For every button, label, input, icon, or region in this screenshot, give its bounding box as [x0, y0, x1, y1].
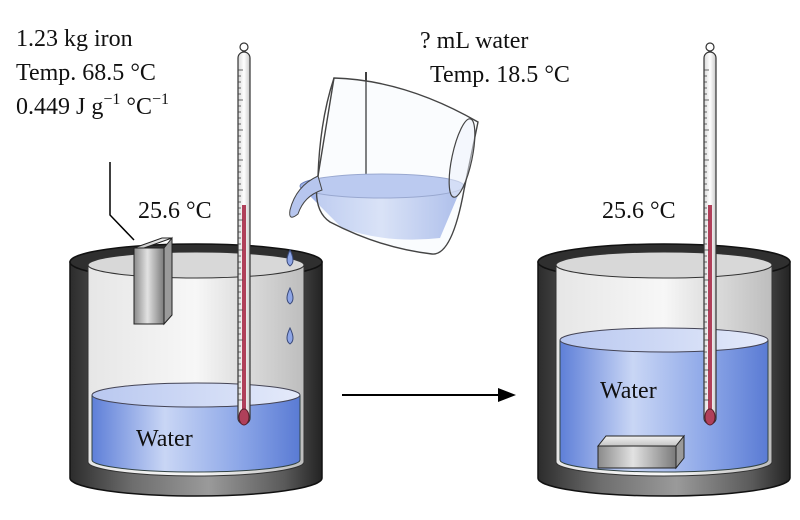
iron-temp-label: Temp. 68.5 °C — [16, 60, 156, 86]
left-calorimeter — [69, 243, 323, 497]
left-thermometer — [237, 42, 251, 426]
right-thermometer — [703, 42, 717, 426]
water-volume-label: ? mL water — [420, 28, 528, 54]
thermometer-scale — [238, 69, 243, 401]
iron-mass-label: 1.23 kg iron — [16, 26, 133, 52]
thermometer-scale — [704, 69, 709, 401]
left-thermometer-reading: 25.6 °C — [138, 198, 212, 224]
iron-block-hot — [133, 236, 173, 326]
water-temp-label: Temp. 18.5 °C — [430, 62, 570, 88]
pouring-beaker — [289, 77, 479, 255]
iron-specific-heat-label: 0.449 J g−1 °C−1 — [16, 91, 169, 120]
iron-pointer-line — [109, 162, 135, 241]
water-drops — [286, 248, 294, 345]
process-arrow — [342, 388, 516, 402]
iron-block-submerged — [596, 434, 686, 470]
right-thermometer-reading: 25.6 °C — [602, 198, 676, 224]
left-water-label: Water — [136, 426, 193, 452]
right-water-label: Water — [600, 378, 657, 404]
